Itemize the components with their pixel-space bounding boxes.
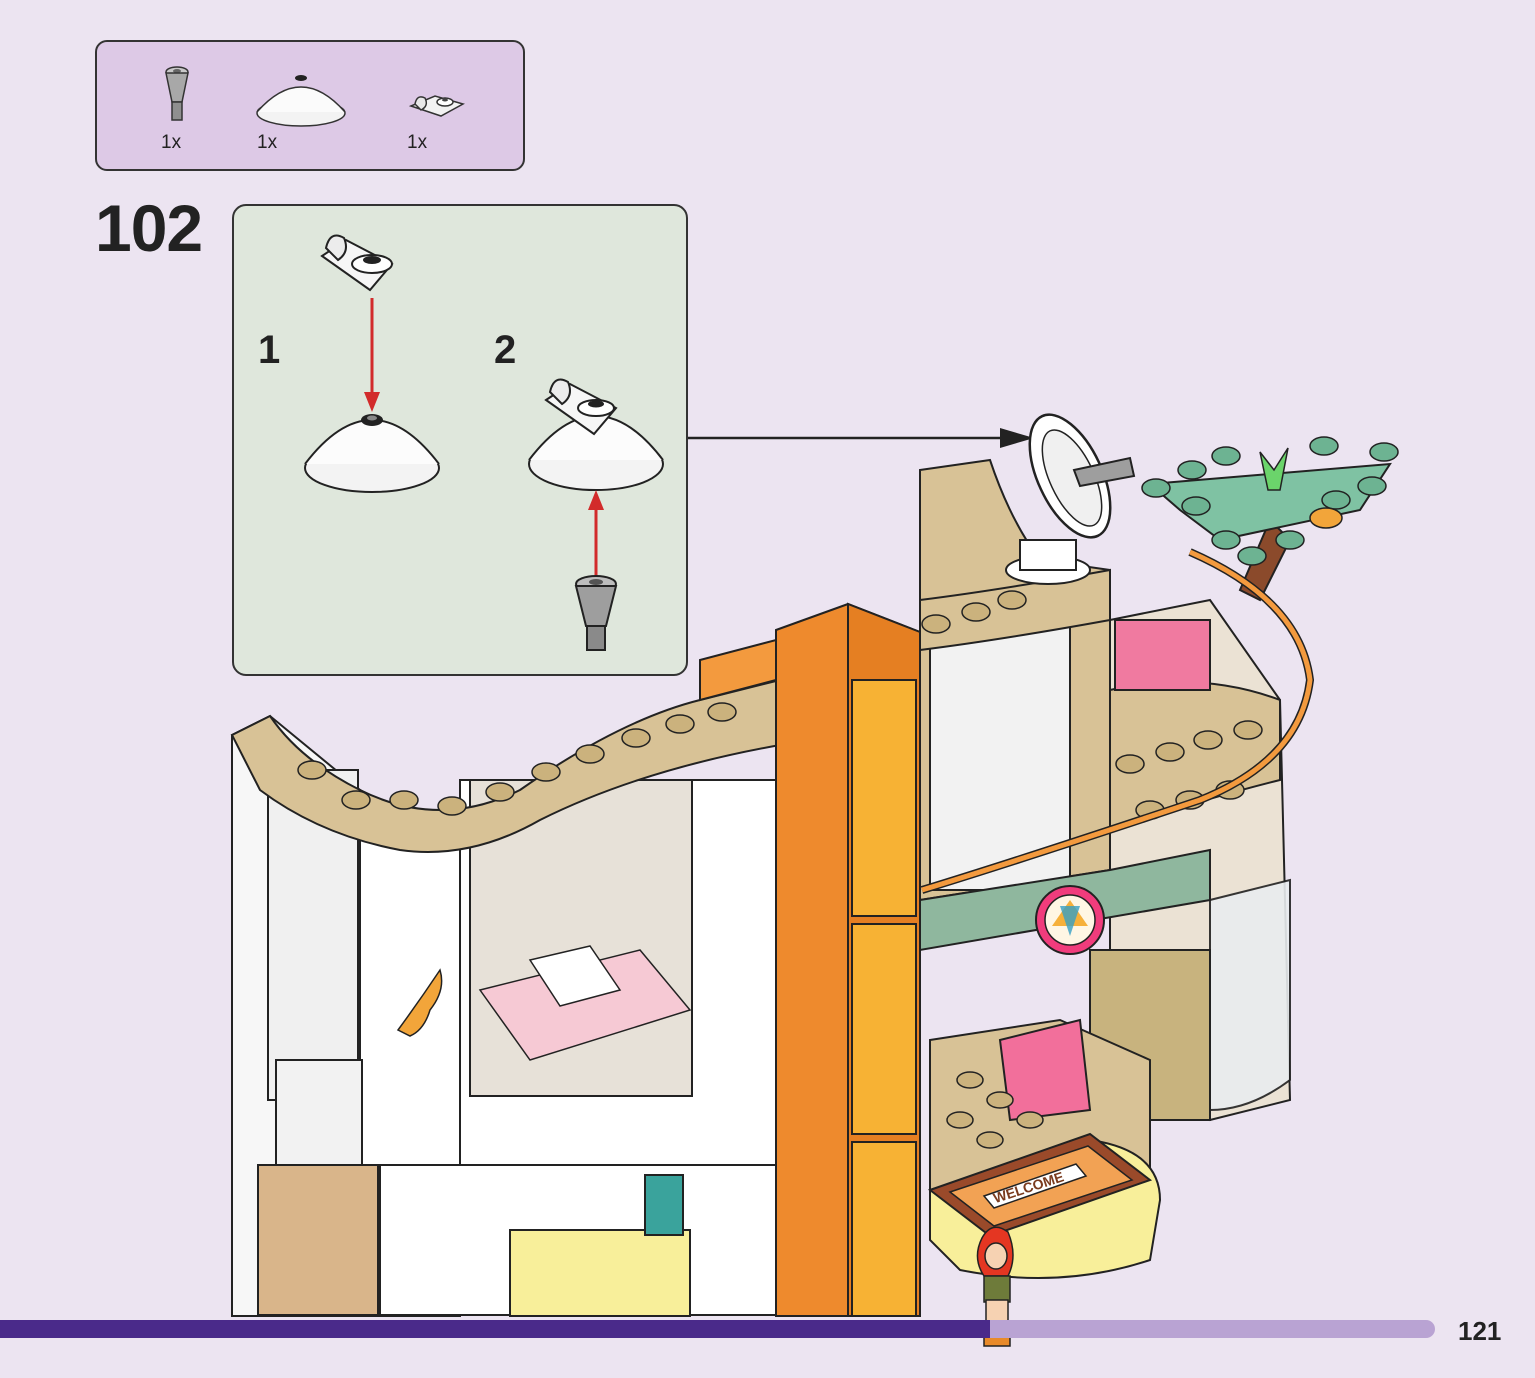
progress-bar: [0, 1320, 1435, 1338]
dish-icon: [304, 414, 440, 493]
left-building: [231, 714, 781, 1317]
step-number: 102: [95, 191, 203, 265]
gecko-sticker-icon: [396, 968, 443, 1037]
parts-list: 1x 1x 1x: [95, 40, 525, 171]
dish-with-clip-icon: [528, 378, 664, 491]
satellite-dish-icon: [1005, 413, 1136, 585]
white-dish-piece-icon: [255, 68, 347, 135]
substep-number: 1: [258, 328, 281, 372]
cone-icon: [574, 575, 618, 651]
page-number: 121: [1458, 1316, 1502, 1346]
tree-icon: [1141, 436, 1399, 602]
studs-left: [297, 702, 737, 816]
clip-plate-icon: [320, 234, 394, 292]
part-qty: 1x: [161, 132, 182, 153]
substep-panel: 1 2: [232, 204, 688, 676]
part-qty: 1x: [407, 132, 428, 153]
white-clip-plate-piece-icon: [407, 86, 467, 127]
orange-column: [699, 602, 921, 1317]
grey-cone-piece-icon: [159, 64, 195, 127]
round-sign-icon: [1035, 885, 1105, 955]
part-qty: 1x: [257, 132, 278, 153]
welcome-mat: WELCOME: [927, 1132, 1153, 1238]
substep-illustration: [304, 234, 664, 651]
substep-number: 2: [494, 328, 517, 372]
progress-fill: [0, 1320, 991, 1338]
